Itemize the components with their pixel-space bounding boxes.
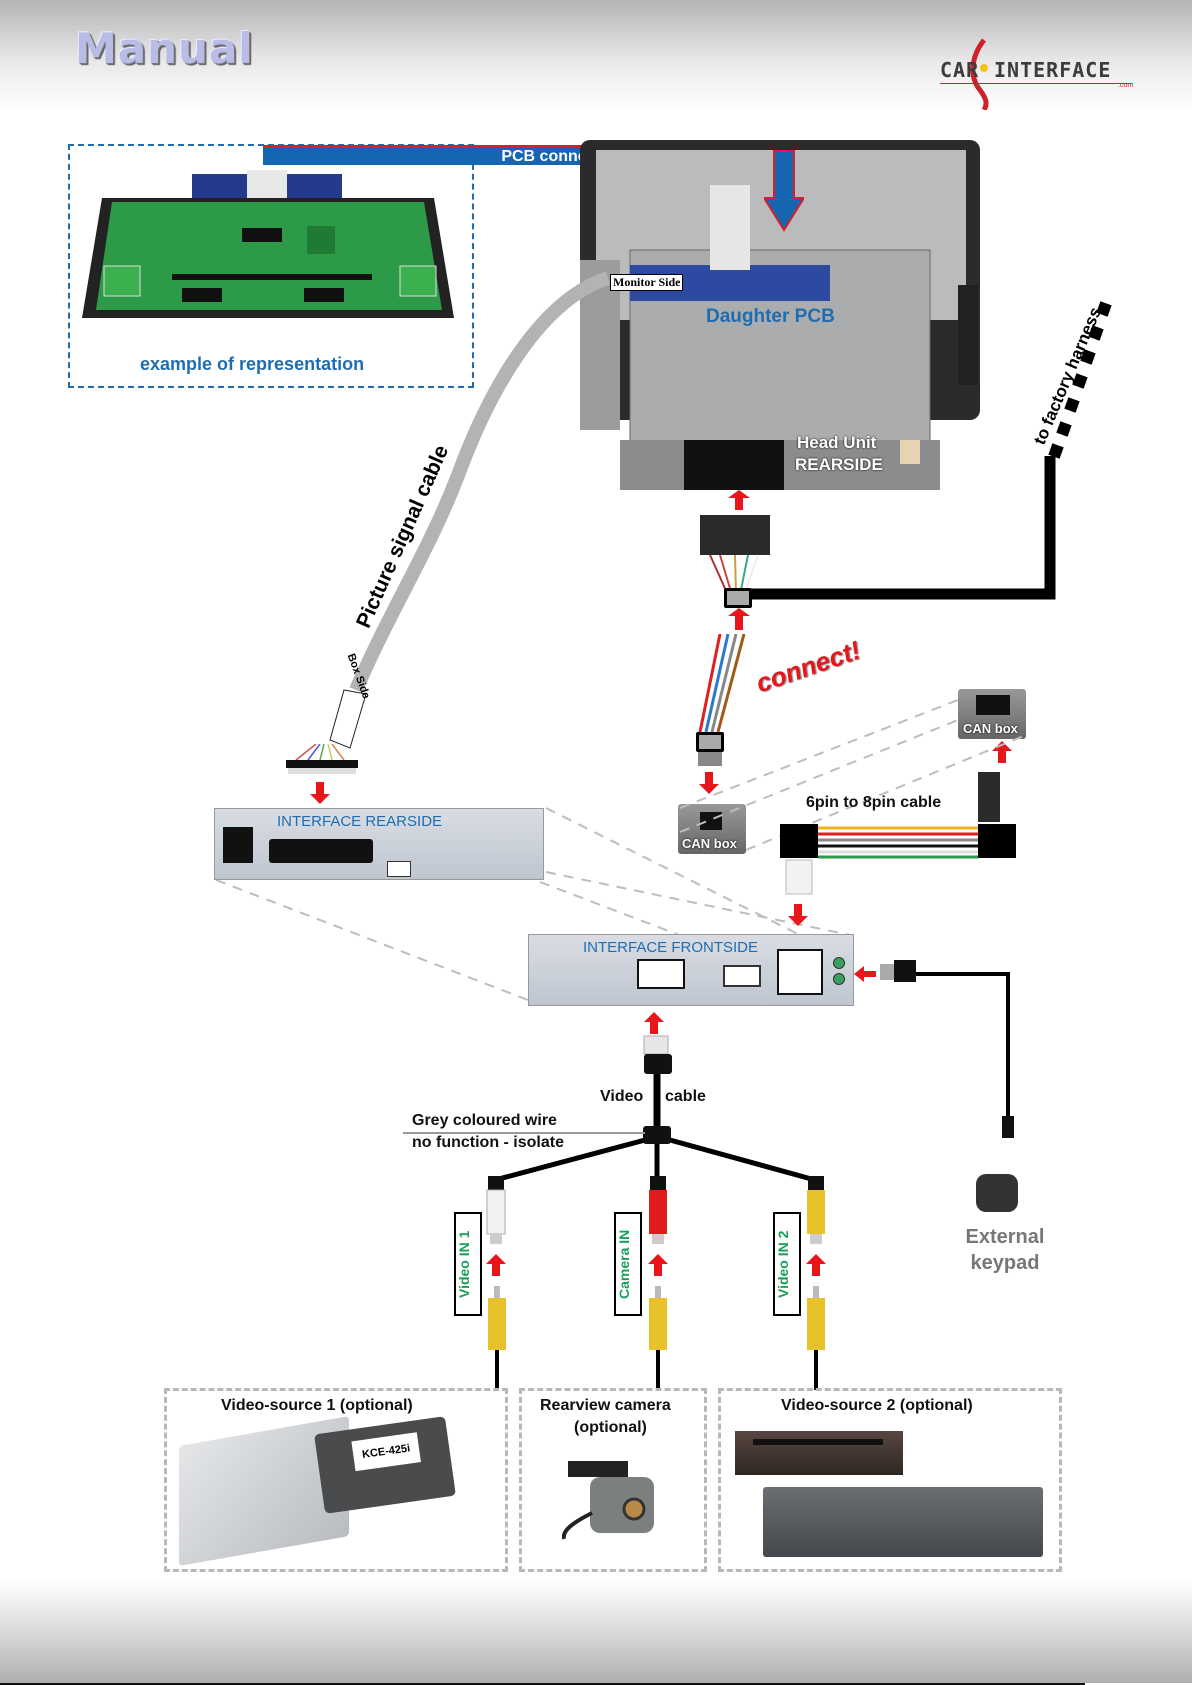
can-box-bottom: CAN box <box>678 804 746 854</box>
dvd-slot <box>753 1439 883 1445</box>
rear-power-port <box>223 827 253 863</box>
interface-frontside: INTERFACE FRONTSIDE <box>528 934 854 1006</box>
example-caption: example of representation <box>140 354 365 374</box>
factory-harness-dots-icon <box>1048 301 1112 459</box>
input-label-video-in-1: Video IN 1 <box>454 1212 482 1316</box>
picture-signal-cable <box>329 271 611 749</box>
left-arrow-icon <box>854 966 876 982</box>
interface-frontside-label: INTERFACE FRONTSIDE <box>583 939 759 956</box>
harness-connector-image <box>700 515 770 596</box>
rear-picture-port <box>269 839 373 863</box>
kce-425i-device: KCE-425i <box>314 1416 456 1514</box>
up-arrow-icon <box>644 1012 664 1034</box>
can-box-bottom-label: CAN box <box>682 836 737 851</box>
up-arrow-icon <box>728 490 750 510</box>
grey-wire-note: no function - isolate <box>412 1134 564 1151</box>
interface-rearside-label: INTERFACE REARSIDE <box>277 813 443 830</box>
four-wire-plug <box>696 732 724 752</box>
can-box-port-icon <box>976 695 1010 715</box>
daughter-pcb-label: Daughter PCB <box>706 306 835 327</box>
kce-425i-label: KCE-425i <box>351 1432 421 1472</box>
keypad-cable <box>880 960 1014 1138</box>
can-box-top-label: CAN box <box>963 721 1018 736</box>
head-unit-label: Head Unit <box>797 433 877 452</box>
rearview-camera-box: Rearview camera (optional) <box>519 1388 707 1572</box>
logo-swoosh-icon <box>970 38 989 110</box>
can-box-top: CAN box <box>958 689 1026 739</box>
video-cable-label-left: Video <box>600 1088 644 1105</box>
rearview-camera-title: Rearview camera <box>540 1397 671 1414</box>
logo-text-right: INTERFACE <box>994 58 1112 82</box>
footer-line <box>0 1683 1085 1685</box>
harness-plug <box>724 588 752 608</box>
page-header <box>0 0 1192 110</box>
down-arrow-icon <box>788 904 808 926</box>
example-pcb-image <box>82 168 454 328</box>
harness-cable <box>744 456 1056 600</box>
picture-cable-connector <box>286 743 358 776</box>
rear-label-sticker <box>387 861 411 877</box>
dvd-player-image <box>735 1431 903 1475</box>
grey-wire-label: Grey coloured wire <box>412 1112 557 1129</box>
six-to-eight-cable <box>780 772 1016 895</box>
video-source-2-box: Video-source 2 (optional) <box>718 1388 1062 1572</box>
front-video-port <box>637 959 685 989</box>
input-label-camera-in: Camera IN <box>614 1212 642 1316</box>
video-source-1-title: Video-source 1 (optional) <box>221 1397 413 1414</box>
led-indicator-icon <box>833 957 845 969</box>
video-cable-label-right: cable <box>665 1088 706 1105</box>
rearview-camera-subtitle: (optional) <box>574 1419 647 1436</box>
four-wire-plug-body <box>698 752 722 766</box>
keypad-label-line1: External <box>965 1226 1045 1248</box>
down-arrow-icon <box>310 782 330 804</box>
manual-title: Manual <box>75 24 254 73</box>
rearside-label: REARSIDE <box>795 455 883 474</box>
four-wire-cable <box>698 633 746 733</box>
dvd-changer-image <box>763 1487 1043 1557</box>
monitor-side-label: Monitor Side <box>610 274 684 291</box>
up-arrow-icon <box>992 741 1012 763</box>
front-can-port <box>777 949 823 995</box>
front-keypad-port <box>723 965 761 987</box>
video-source-1-box: Video-source 1 (optional) KCE-425i <box>164 1388 508 1572</box>
up-arrow-icon <box>728 608 750 630</box>
pcb-down-arrow-icon <box>764 150 804 232</box>
head-unit-image <box>560 140 1000 490</box>
logo-text-left: CAR <box>940 58 980 82</box>
external-keypad-image[interactable] <box>976 1174 1018 1212</box>
logo-suffix: .com <box>1118 82 1134 89</box>
interface-rearside: INTERFACE REARSIDE <box>214 808 544 880</box>
connect-label: connect! <box>752 634 865 699</box>
rearview-camera-image <box>561 1453 662 1543</box>
led-indicator-icon <box>833 973 845 985</box>
car-interface-logo: CAR INTERFACE .com <box>940 38 1140 110</box>
keypad-label-line2: keypad <box>970 1252 1040 1274</box>
page-footer <box>0 1580 1192 1683</box>
input-label-video-in-2: Video IN 2 <box>773 1212 801 1316</box>
video-source-2-title: Video-source 2 (optional) <box>781 1397 973 1414</box>
can-box-port-icon <box>700 812 722 830</box>
six-to-eight-cable-label: 6pin to 8pin cable <box>806 794 942 811</box>
logo-underline <box>940 83 1132 84</box>
down-arrow-icon <box>699 772 719 794</box>
